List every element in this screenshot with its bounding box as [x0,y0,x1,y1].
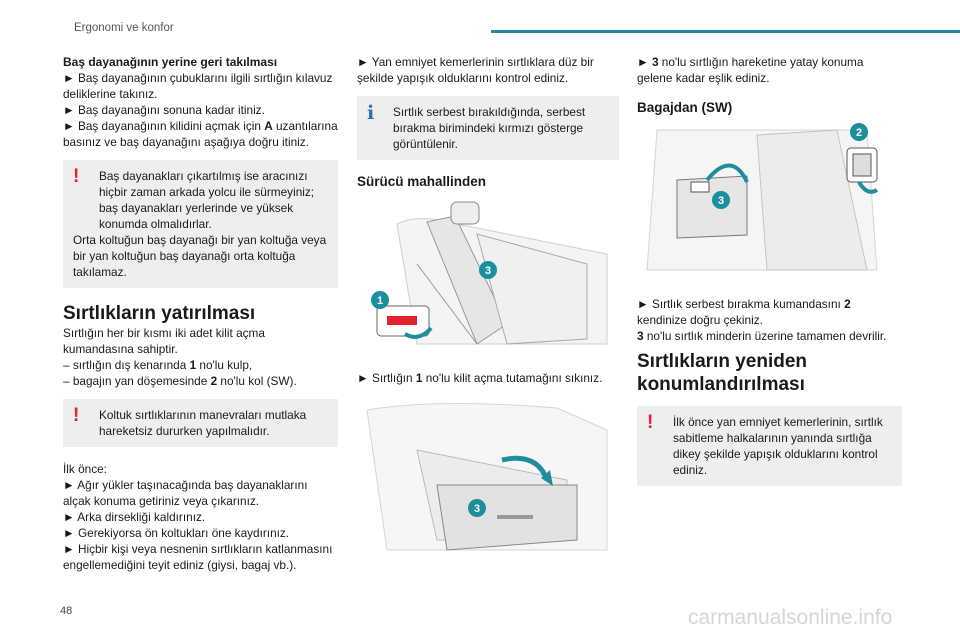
column-2: ► Yan emniyet kemerlerinin sırtlıklara d… [357,54,619,571]
heading-refit-headrest: Baş dayanağının yerine geri takılması [63,55,278,69]
figure-backrest-fold: 3 [357,390,619,559]
heading-from-boot: Bagajdan (SW) [637,100,733,115]
header-accent-bar [491,30,960,33]
warning-box-headrest: ! Baş dayanakları çıkartılmış ise aracın… [63,160,338,288]
column-3: ► 3 no'lu sırtlığın hareketine yatay kon… [637,54,902,500]
callout-1 [371,291,389,309]
info-box-indicator: i Sırtlık serbest bırakıldığında, serbes… [357,96,619,160]
heading-from-driver: Sürücü mahallinden [357,174,487,189]
prep-step-2: ► Arka dirsekliği kaldırınız. [63,510,206,524]
step-refit-2: ► Baş dayanağını sonuna kadar itiniz. [63,103,265,117]
warning-icon: ! [647,412,654,433]
warning-box-reposition: ! İlk önce yan emniyet kemerlerinin, sır… [637,406,902,486]
red-indicator [387,316,417,325]
step-backrest-folds: 3 no'lu sırtlık minderin üzerine tamamen… [637,329,887,343]
prep-step-4: ► Hiçbir kişi veya nesnenin sırtlıkların… [63,542,333,572]
info-icon: i [367,102,375,124]
step-pull-lever: ► Sırtlık serbest bırakma kumandasını 2 … [637,297,851,327]
seat-release-illustration: 1 3 [357,194,619,354]
first-label: İlk önce: [63,462,107,476]
watermark: carmanualsonline.info [688,606,893,629]
running-header: Ergonomi ve konfor [74,22,174,34]
heading-fold-backrests: Sırtlıkların yatırılması [63,303,256,324]
step-belts-check: ► Yan emniyet kemerlerinin sırtlıklara d… [357,55,594,85]
step-refit-1: ► Baş dayanağının çubuklarını ilgili sır… [63,71,333,101]
prep-step-1: ► Ağır yükler taşınacağında baş dayanakl… [63,478,308,508]
step-accompany-backrest: ► 3 no'lu sırtlığın hareketine yatay kon… [637,55,864,85]
lock-item-2: – bagajın yan döşemesinde 2 no'lu kol (S… [63,374,297,388]
warning-text: İlk önce yan emniyet kemerlerinin, sırtl… [673,415,883,477]
callout-label: 2 [856,127,862,139]
warning-box-stationary: ! Koltuk sırtlıklarının manevraları mutl… [63,399,338,447]
callout-label: 1 [377,295,383,307]
step-refit-3: ► Baş dayanağının kilidini açmak için A … [63,119,338,149]
step-squeeze-handle: ► Sırtlığın 1 no'lu kilit açma tutamağın… [357,371,603,385]
backrest-fold-illustration: 3 [357,390,619,555]
warning-text: Koltuk sırtlıklarının manevraları mutlak… [99,408,307,438]
lock-item-1: – sırtlığın dış kenarında 1 no'lu kulp, [63,358,253,372]
callout-3 [468,499,486,517]
info-text: Sırtlık serbest bırakıldığında, serbest … [393,105,586,151]
warning-text: Orta koltuğun baş dayanağı bir yan koltu… [73,233,327,279]
intro-text: Sırtlığın her bir kısmı iki adet kilit a… [63,326,265,356]
heading-reposition-backrests: Sırtlıkların yeniden konumlandırılması [637,351,807,395]
callout-label: 3 [718,195,724,207]
callout-3 [479,261,497,279]
warning-icon: ! [73,166,80,187]
callout-3 [712,191,730,209]
callout-2 [850,123,868,141]
prep-step-3: ► Gerekiyorsa ön koltukları öne kaydırın… [63,526,290,540]
callout-label: 3 [485,265,491,277]
figure-rear-seat-release: 1 3 [357,194,619,358]
warning-icon: ! [73,405,80,426]
column-1: Baş dayanağının yerine geri takılması ► … [63,54,338,573]
boot-lever-illustration: 2 3 [637,120,885,280]
page-number: 48 [60,605,73,617]
callout-label: 3 [474,503,480,515]
warning-text: Baş dayanakları çıkartılmış ise aracınız… [99,169,315,231]
figure-boot-lever: 2 3 [637,120,902,284]
